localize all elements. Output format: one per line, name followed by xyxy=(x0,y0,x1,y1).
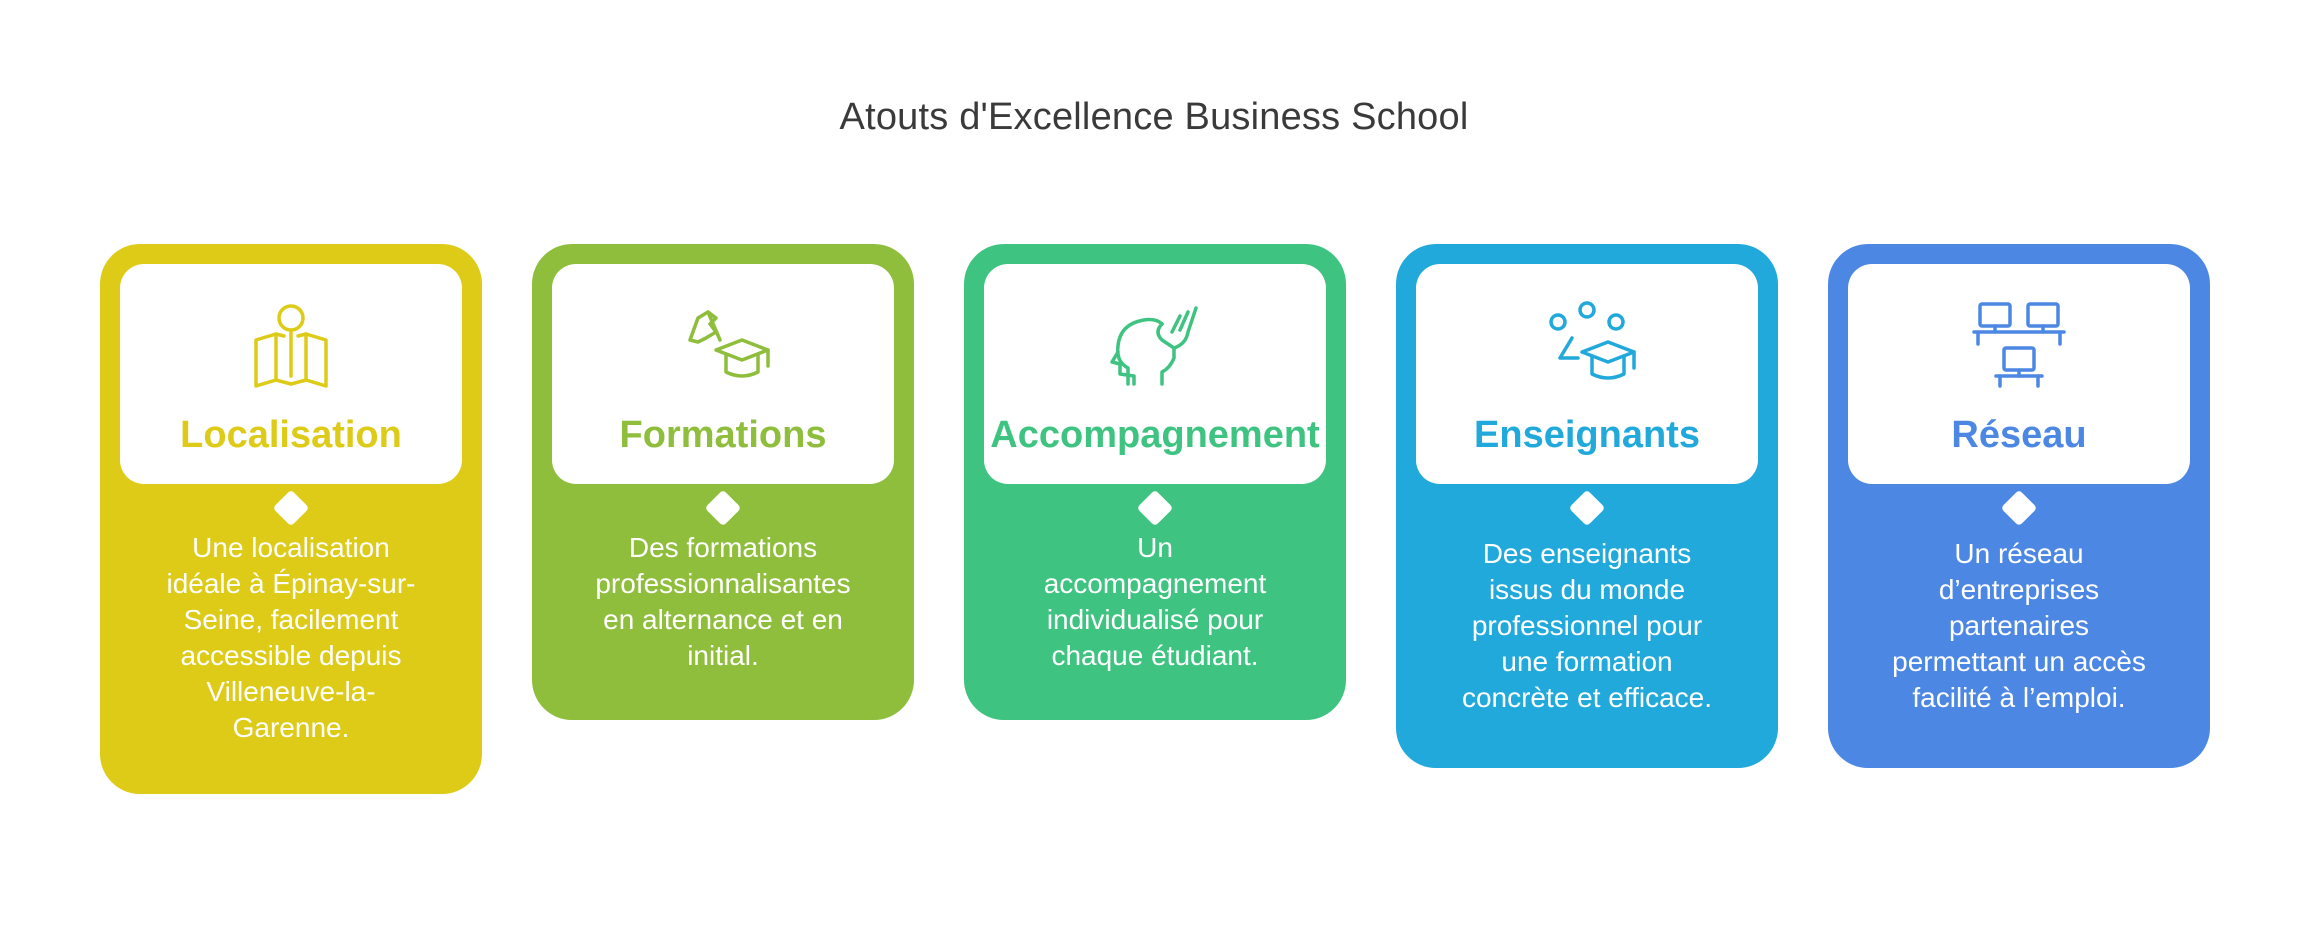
card-title: Réseau xyxy=(1951,414,2087,456)
card-description: Un réseau d’entreprises partenaires perm… xyxy=(1848,536,2190,716)
description-line: Villeneuve-la- xyxy=(206,676,376,707)
card-accompagnement: Accompagnement Un accompagnement individ… xyxy=(964,244,1346,720)
description-line: d’entreprises xyxy=(1938,574,2100,605)
map-pin-icon xyxy=(236,288,346,398)
teacher-cap-icon xyxy=(1532,288,1642,398)
card-title: Localisation xyxy=(180,414,402,456)
description-line: issus du monde xyxy=(1488,574,1686,605)
head-support-icon xyxy=(1100,288,1210,398)
card-title: Formations xyxy=(619,414,827,456)
speech-pointer xyxy=(1136,489,1174,527)
card-title: Accompagnement xyxy=(990,414,1320,456)
card-description: Des formations professionnalisantes en a… xyxy=(552,530,894,674)
card-description: Un accompagnement individualisé pour cha… xyxy=(984,530,1326,674)
description-line: chaque étudiant. xyxy=(1051,640,1259,671)
speech-pointer xyxy=(2000,489,2038,527)
card-description: Une localisation idéale à Épinay-sur- Se… xyxy=(120,530,462,746)
description-line: idéale à Épinay-sur- xyxy=(166,568,416,599)
card-description: Des enseignants issus du monde professio… xyxy=(1416,536,1758,716)
diagram-title: Atouts d'Excellence Business School xyxy=(839,96,1469,138)
description-line: Un xyxy=(1137,532,1173,563)
description-line: Des enseignants xyxy=(1482,538,1692,569)
description-line: Des formations xyxy=(628,532,818,563)
description-line: concrète et efficace. xyxy=(1461,682,1713,713)
card-header: Réseau xyxy=(1848,264,2190,527)
card-header: Formations xyxy=(552,264,894,527)
description-line: Garenne. xyxy=(232,712,350,743)
description-line: partenaires xyxy=(1948,610,2090,641)
card-localisation: Localisation Une localisation idéale à É… xyxy=(100,244,482,794)
card-title: Enseignants xyxy=(1474,414,1700,456)
description-line: accessible depuis xyxy=(180,640,402,671)
description-line: facilité à l’emploi. xyxy=(1912,682,2126,713)
description-line: accompagnement xyxy=(1043,568,1267,599)
card-header: Enseignants xyxy=(1416,264,1758,527)
graduation-cap-icon xyxy=(668,288,778,398)
speech-pointer xyxy=(1568,489,1606,527)
description-line: permettant un accès xyxy=(1892,646,2146,677)
description-line: Un réseau xyxy=(1954,538,2084,569)
description-line: professionnalisantes xyxy=(595,568,851,599)
speech-pointer xyxy=(704,489,742,527)
description-line: Une localisation xyxy=(192,532,390,563)
description-line: professionnel pour xyxy=(1471,610,1703,641)
card-formations: Formations Des formations professionnali… xyxy=(532,244,914,720)
speech-pointer xyxy=(272,489,310,527)
card-reseau: Réseau Un réseau d’entreprises partenair… xyxy=(1828,244,2210,768)
card-header: Localisation xyxy=(120,264,462,527)
description-line: individualisé pour xyxy=(1046,604,1264,635)
network-computers-icon xyxy=(1964,288,2074,398)
description-line: Seine, facilement xyxy=(183,604,399,635)
description-line: une formation xyxy=(1501,646,1673,677)
card-header: Accompagnement xyxy=(984,264,1326,527)
description-line: initial. xyxy=(687,640,759,671)
card-enseignants: Enseignants Des enseignants issus du mon… xyxy=(1396,244,1778,768)
description-line: en alternance et en xyxy=(603,604,843,635)
